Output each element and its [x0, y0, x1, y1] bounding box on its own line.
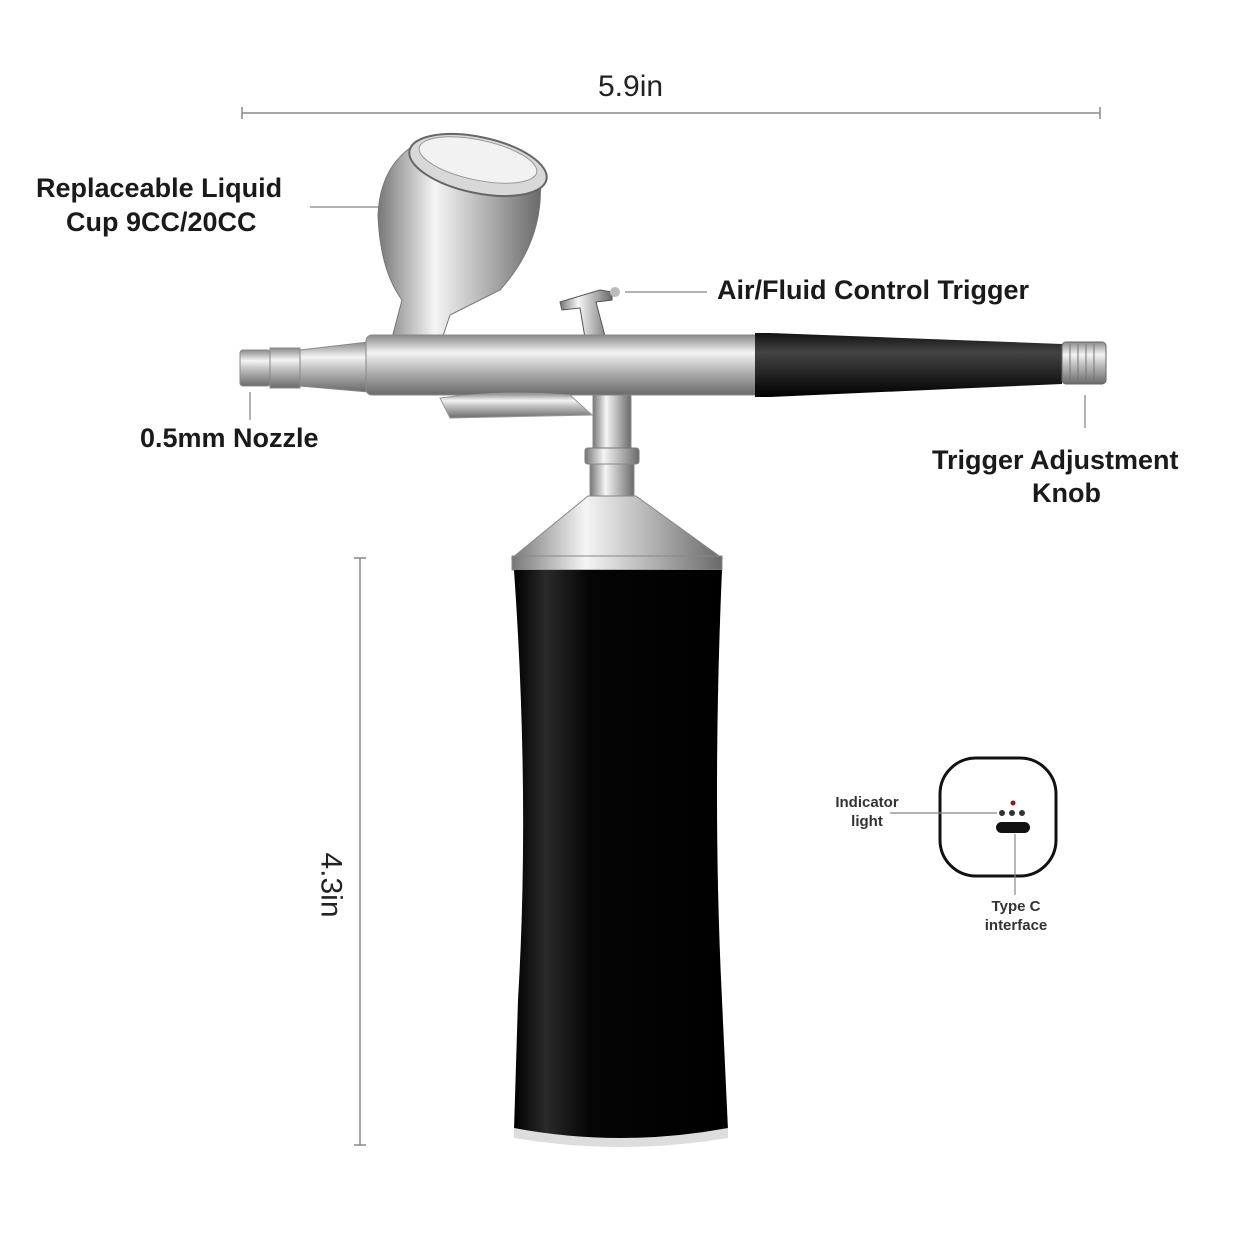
indicator-label: Indicator light [826, 793, 908, 831]
indicator-dot-icon [1010, 800, 1016, 806]
port-label-line2: interface [984, 917, 1048, 934]
port-label: Type C interface [970, 897, 1062, 935]
knob-label-line2: Knob [1032, 478, 1101, 508]
usb-c-port-icon [996, 822, 1030, 833]
width-dimension-line [241, 107, 1101, 119]
liquid-cup [377, 132, 548, 346]
indicator-label-line1: Indicator [835, 794, 899, 811]
control-trigger [559, 287, 620, 339]
trigger-label: Air/Fluid Control Trigger [717, 275, 1029, 305]
cup-label-line1: Replaceable Liquid [36, 173, 283, 203]
port-label-line1: Type C [991, 898, 1041, 915]
handle [755, 333, 1062, 397]
knob-label-line1: Trigger Adjustment [932, 445, 1179, 475]
barrel [365, 334, 761, 396]
adjustment-knob [1061, 341, 1107, 385]
width-label: 5.9in [598, 70, 664, 103]
nozzle-label: 0.5mm Nozzle [140, 423, 319, 453]
charging-port-inset [890, 756, 1058, 895]
battery-body [514, 570, 728, 1139]
indicator-label-line2: light [851, 813, 883, 830]
air-stem [510, 394, 724, 571]
cup-label-line2: Cup 9CC/20CC [66, 207, 257, 237]
height-label: 4.3in [314, 852, 348, 918]
height-dimension-line [354, 557, 366, 1146]
nozzle [239, 341, 369, 393]
